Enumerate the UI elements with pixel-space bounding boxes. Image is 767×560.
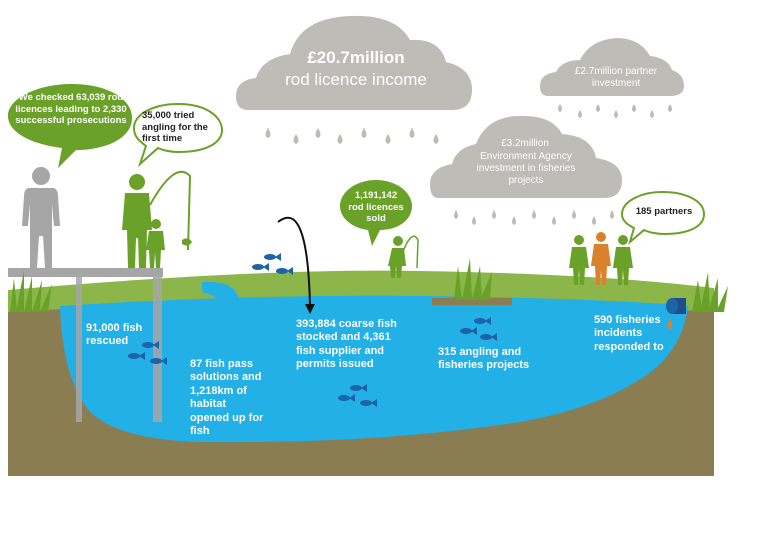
small-fisherman-icon	[388, 235, 419, 278]
grey-person-icon	[22, 167, 60, 268]
raindrops-income	[265, 128, 439, 144]
bubble-partners-icon	[620, 190, 706, 245]
lake	[60, 295, 688, 443]
pipe-icon	[666, 298, 686, 330]
bubble-sold-text: 1,191,142 rod licences sold	[348, 190, 404, 225]
bubble-sold-icon	[340, 180, 412, 246]
partners-group-icon	[569, 232, 633, 285]
bubble-tried-text: 35,000 tried angling for the first time	[142, 110, 208, 145]
fishing-line	[277, 216, 311, 309]
reeds-right	[692, 272, 728, 312]
lake-fish-pass-text: 87 fish pass solutions and 1,218km of ha…	[190, 358, 264, 438]
cloud-agency-amount: £3.2million	[501, 138, 549, 149]
lake-stocked-text: 393,884 coarse fish stocked and 4,361 fi…	[296, 318, 397, 371]
cloud-income-label: rod licence income	[285, 70, 427, 89]
cloud-partner-text: £2.7million partner investment	[574, 66, 658, 90]
dock	[432, 298, 512, 305]
lake-incidents-text: 590 fisheries incidents responded to	[594, 314, 664, 353]
cloud-partner-icon	[540, 38, 684, 96]
raindrops-partner	[558, 104, 672, 118]
bubble-checked-text: We checked 63,039 rod licences leading t…	[15, 92, 127, 127]
lake-rescued-text: 91,000 fish rescued	[86, 322, 143, 348]
lake-projects-text: 315 angling and fisheries projects	[438, 346, 530, 372]
reeds-left	[10, 270, 52, 312]
cloud-income-amount: £20.7million	[307, 48, 405, 67]
raindrops-agency	[454, 210, 614, 225]
fish-group-air	[252, 253, 293, 275]
fishing-family-icon	[122, 170, 192, 268]
cloud-agency-label: Environment Agency investment in fisheri…	[476, 151, 576, 187]
cloud-income-icon	[236, 15, 472, 111]
line-arrowhead	[305, 304, 315, 314]
stream	[202, 281, 272, 326]
cloud-agency-icon	[430, 115, 622, 198]
reeds-middle	[454, 258, 492, 300]
pier	[8, 268, 163, 422]
bubble-checked-icon	[8, 84, 132, 168]
bubble-partners-text: 185 partners	[635, 206, 693, 217]
bubble-tried-icon	[132, 102, 224, 168]
